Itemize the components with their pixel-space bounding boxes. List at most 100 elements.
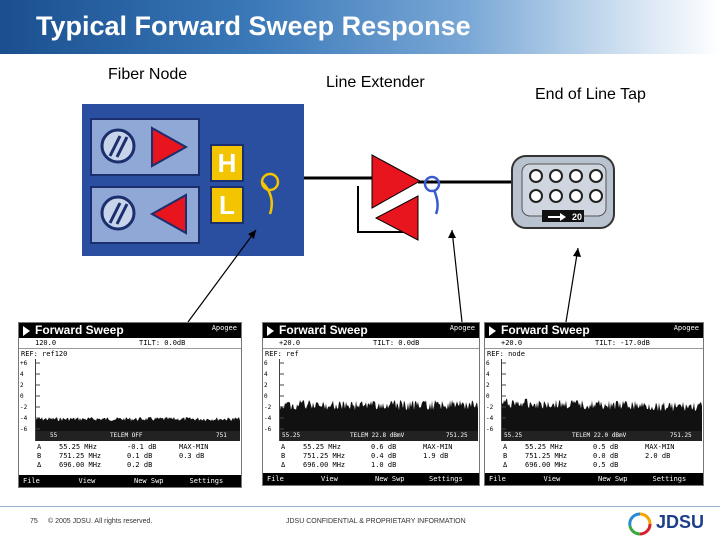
plot-marker-bar: 55.25 TELEM 22.8 dBmV 751.25 — [280, 431, 478, 441]
screen-tag: Apogee — [673, 324, 699, 332]
y-tick-label: -2 — [20, 404, 28, 411]
end-of-line-tap-label: End of Line Tap — [535, 86, 646, 103]
y-tick-label: 4 — [486, 371, 490, 378]
readout-val: 0.0 dB — [593, 452, 619, 460]
y-tick-label: -6 — [20, 426, 28, 433]
fiber-node-label: Fiber Node — [108, 66, 188, 83]
menu-item-new-swp[interactable]: New Swp — [134, 477, 164, 485]
menu-item-new-swp[interactable]: New Swp — [375, 475, 405, 483]
bar-mid: TELEM 22.0 dBmV — [572, 432, 627, 439]
ref-level: +20.0 — [501, 339, 523, 347]
menu-item-file[interactable]: File — [489, 475, 506, 483]
readout-val: 0.5 dB — [593, 461, 619, 469]
menu-item-settings[interactable]: Settings — [429, 475, 463, 483]
sweep-trace — [280, 362, 478, 431]
screen-subheader: +20.0 TILT: -17.0dB — [485, 338, 703, 349]
node-transmitter-icon — [100, 195, 136, 231]
y-tick-label: 6 — [486, 360, 490, 367]
readout-extra: 0.3 dB — [179, 452, 205, 460]
bar-left: 55.25 — [282, 432, 301, 439]
footer-divider — [0, 506, 720, 507]
menu-item-file[interactable]: File — [23, 477, 40, 485]
menu-item-settings[interactable]: Settings — [189, 477, 224, 485]
bar-right: 751.25 — [446, 432, 468, 439]
screen-header: Forward Sweep Apogee — [485, 323, 703, 338]
jdsu-logo-text: JDSU — [656, 512, 705, 532]
readout-freq: 55.25 MHz — [303, 443, 341, 451]
pointer-arrow-extender — [448, 229, 463, 323]
bar-left: 55 — [50, 432, 58, 439]
readout-label: A — [281, 443, 286, 451]
tilt-value: TILT: -17.0dB — [595, 339, 650, 347]
y-tick-label: 4 — [20, 371, 24, 378]
node-receiver-icon — [100, 128, 136, 164]
sweep-plot: 55 TELEM OFF 751 — [35, 359, 240, 441]
menu-item-view[interactable]: View — [78, 477, 96, 485]
sweep-trace — [36, 362, 240, 431]
readout-val: 1.0 dB — [371, 461, 397, 469]
readout-label: B — [503, 452, 508, 460]
readout-freq: 751.25 MHz — [303, 452, 346, 460]
y-tick-label: 6 — [264, 360, 268, 367]
ref-name: REF: ref — [265, 350, 299, 358]
tilt-value: TILT: 0.0dB — [139, 339, 186, 347]
readout-freq: 696.00 MHz — [59, 461, 102, 469]
screen-title: Forward Sweep — [279, 323, 368, 337]
menu-item-view[interactable]: View — [321, 475, 338, 483]
screen-title: Forward Sweep — [35, 323, 124, 337]
y-tick-label: -2 — [486, 404, 494, 411]
readout-val: 0.2 dB — [127, 461, 153, 469]
readout-freq: 55.25 MHz — [59, 443, 97, 451]
confidential-text: JDSU CONFIDENTIAL & PROPRIETARY INFORMAT… — [286, 518, 466, 525]
node-forward-amp-icon — [151, 126, 189, 168]
ref-level: +20.0 — [279, 339, 301, 347]
readout-val: 0.4 dB — [371, 452, 397, 460]
menu-item-new-swp[interactable]: New Swp — [598, 475, 628, 483]
readout-freq: 55.25 MHz — [525, 443, 563, 451]
line-extender-label: Line Extender — [326, 74, 425, 91]
menu-item-file[interactable]: File — [267, 475, 284, 483]
readout-extra: MAX-MIN — [179, 443, 209, 451]
page-number: 75 — [30, 518, 38, 525]
readout-extra: MAX-MIN — [645, 443, 675, 451]
menu-item-view[interactable]: View — [543, 475, 561, 483]
readout-label: B — [281, 452, 286, 460]
sweep-screen-fiber-node: Forward Sweep Apogee 120.0 TILT: 0.0dB R… — [18, 322, 242, 488]
y-tick-label: -4 — [20, 415, 28, 422]
readout-label: Δ — [281, 461, 286, 469]
y-tick-label: -6 — [264, 426, 272, 433]
menu-item-settings[interactable]: Settings — [652, 475, 687, 483]
readout-freq: 751.25 MHz — [59, 452, 102, 460]
screen-header: Forward Sweep Apogee — [263, 323, 479, 338]
ref-name: REF: node — [487, 350, 525, 358]
high-level-box: H — [210, 144, 244, 182]
sweep-trace-fill — [280, 400, 478, 431]
node-test-point-icon — [260, 172, 280, 192]
play-arrow-icon — [489, 326, 496, 336]
pointer-arrow-tap — [565, 247, 581, 323]
y-tick-label: 4 — [264, 371, 268, 378]
readout-extra: 2.0 dB — [645, 452, 671, 460]
readout-val: 0.1 dB — [127, 452, 153, 460]
y-tick-label: 0 — [20, 393, 24, 400]
readout-label: Δ — [37, 461, 42, 469]
y-tick-label: 2 — [264, 382, 268, 389]
title-bar: Typical Forward Sweep Response — [0, 0, 720, 54]
readout-label: Δ — [503, 461, 508, 469]
readout-val: -0.1 dB — [127, 443, 157, 451]
screen-subheader: +20.0 TILT: 0.0dB — [263, 338, 479, 349]
readout-val: 0.6 dB — [371, 443, 397, 451]
line-extender-icon — [357, 154, 441, 241]
ref-level: 120.0 — [35, 339, 57, 347]
sweep-plot: 55.25 TELEM 22.8 dBmV 751.25 — [279, 359, 478, 441]
bar-left: 55.25 — [504, 432, 523, 439]
y-tick-label: -4 — [264, 415, 272, 422]
y-tick-label: 0 — [486, 393, 490, 400]
y-tick-label: 2 — [20, 382, 24, 389]
